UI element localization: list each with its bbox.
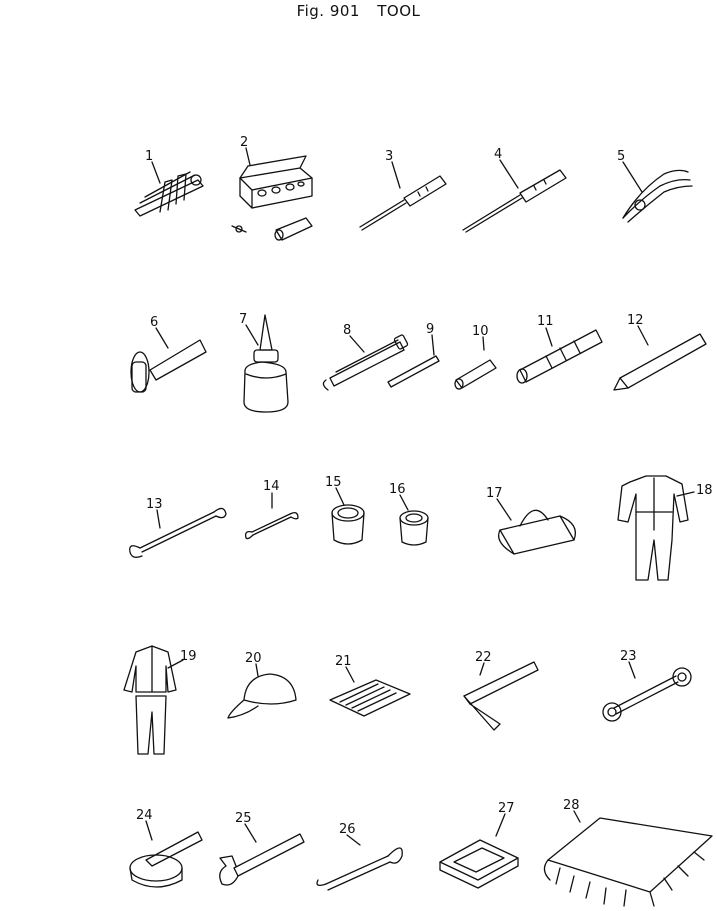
filter-wrench-drawing	[129, 831, 203, 888]
chisel-drawing	[613, 333, 707, 391]
callout-11: 11	[537, 314, 554, 329]
coupling-drawing	[516, 329, 603, 384]
callout-1: 1	[145, 149, 154, 164]
callout-4: 4	[494, 147, 503, 162]
manual-drawing	[329, 679, 411, 717]
callout-24: 24	[136, 808, 153, 823]
case-drawing	[439, 839, 519, 889]
l-hex-wrench-drawing	[463, 661, 539, 731]
callout-17: 17	[486, 486, 503, 501]
callout-21: 21	[335, 654, 352, 669]
callout-9: 9	[426, 322, 435, 337]
callout-15: 15	[325, 475, 342, 490]
hook-wrench-drawing	[316, 847, 403, 891]
pliers-drawing	[622, 169, 693, 223]
cap-drawing	[227, 673, 297, 719]
coverall-drawing	[617, 475, 689, 581]
hex-key-set-drawing	[134, 171, 204, 217]
figure-label: Fig. 901	[296, 2, 360, 20]
callout-20: 20	[245, 651, 262, 666]
nozzle-drawing	[387, 355, 440, 388]
callout-3: 3	[385, 149, 394, 164]
callout-22: 22	[475, 650, 492, 665]
callout-8: 8	[343, 323, 352, 338]
callout-12: 12	[627, 313, 644, 328]
callout-10: 10	[472, 324, 489, 339]
callout-23: 23	[620, 649, 637, 664]
figure-name: TOOL	[377, 2, 421, 20]
grease-gun-drawing	[322, 334, 409, 391]
socket-set-box-drawing	[231, 155, 313, 241]
figure-title: Fig. 901 TOOL	[0, 2, 717, 20]
work-uniform-drawing	[123, 645, 177, 755]
small-wrench-drawing	[244, 512, 299, 540]
callout-25: 25	[235, 811, 252, 826]
pin-drawing	[454, 359, 497, 390]
oil-can-drawing	[243, 314, 289, 413]
callout-28: 28	[563, 798, 580, 813]
socket-small-drawing	[399, 510, 429, 546]
callout-7: 7	[239, 312, 248, 327]
screwdriver-flat-drawing	[462, 169, 567, 233]
callout-18: 18	[696, 483, 713, 498]
callout-19: 19	[180, 649, 197, 664]
socket-large-drawing	[331, 504, 365, 545]
tool-bag-drawing	[497, 509, 577, 555]
adjustable-wrench-drawing	[219, 833, 305, 886]
leader-lines	[145, 147, 695, 846]
callout-2: 2	[240, 135, 249, 150]
callout-16: 16	[389, 482, 406, 497]
callout-27: 27	[498, 801, 515, 816]
callout-13: 13	[146, 497, 163, 512]
hammer-drawing	[130, 339, 207, 393]
cover-sheet-drawing	[543, 817, 713, 907]
double-end-wrench-drawing	[129, 507, 227, 558]
screwdriver-drawing	[359, 175, 447, 231]
callout-6: 6	[150, 315, 159, 330]
box-wrench-drawing	[602, 667, 692, 722]
callout-14: 14	[263, 479, 280, 494]
callout-26: 26	[339, 822, 356, 837]
callout-5: 5	[617, 149, 626, 164]
